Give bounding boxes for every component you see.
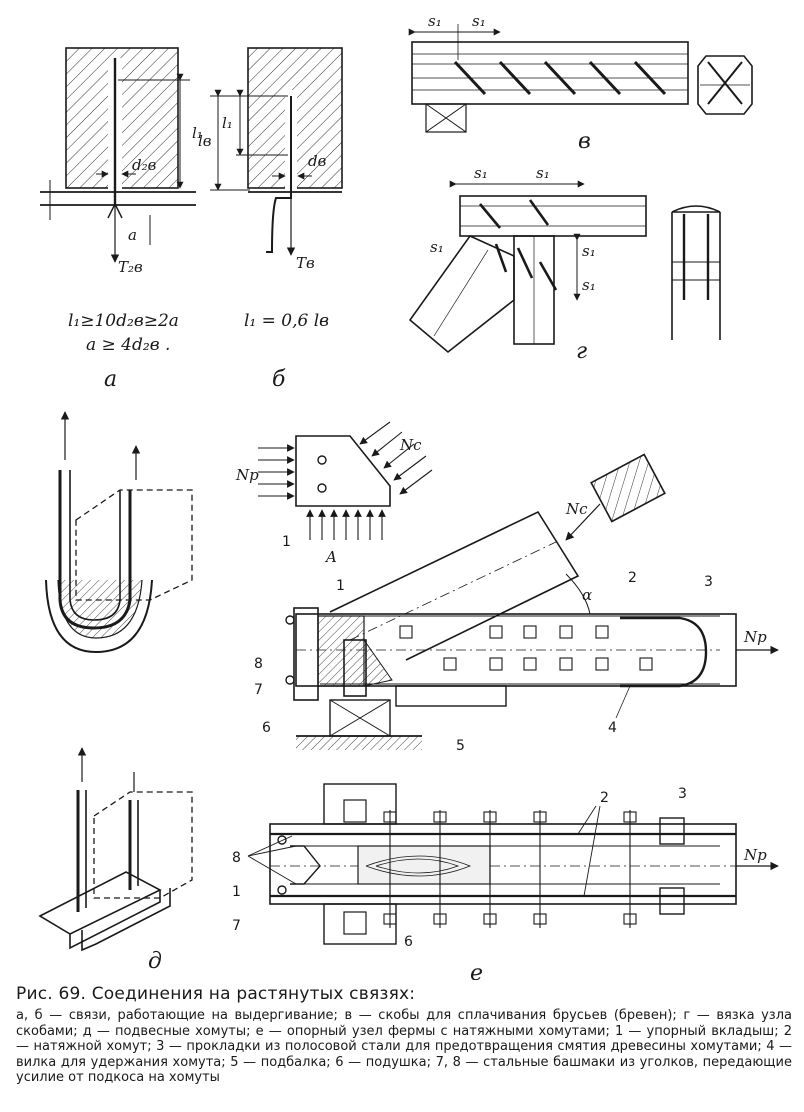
callout-1b: 1: [336, 578, 345, 594]
callout-7b: 7: [232, 918, 241, 934]
panel-b-labels: lв l₁ dв Tв l₁ = 0,6 lв б: [198, 114, 329, 392]
callout-6b: 6: [404, 934, 413, 950]
panel-g-node-staples: [408, 180, 721, 354]
figure-drawing: l₁ d₂в a T₂в l₁≥10d₂в≥2a a ≥ 4d₂в . а lв…: [38, 12, 779, 980]
bolt-heads-bottom: [383, 913, 637, 925]
panel-d-label: д: [148, 949, 162, 974]
dim-l1: l₁: [192, 124, 203, 142]
angle-alpha: α: [582, 586, 592, 604]
panel-d-hanging-stirrup-round: [45, 411, 193, 654]
panel-v-labels: s₁ s₁ в: [428, 12, 591, 154]
bolt-row-upper: [399, 625, 609, 639]
callout-1a: 1: [282, 534, 291, 550]
bolt-heads-top: [383, 811, 637, 823]
callout-3a: 3: [704, 574, 713, 590]
panel-v-staples: [408, 24, 753, 133]
dim-d2v: d₂в: [132, 156, 157, 174]
bolt-row-lower: [443, 657, 653, 671]
panel-e-plan: [247, 783, 779, 945]
force-T2v: T₂в: [118, 258, 143, 276]
dim-s1-v1: s₁: [428, 12, 442, 30]
panel-b-nail-pullout: [210, 47, 343, 256]
force-Tv: Tв: [296, 254, 315, 272]
dim-dv: dв: [308, 152, 327, 170]
dim-s1-g1: s₁: [474, 164, 488, 182]
callout-6a: 6: [262, 720, 271, 736]
panel-d-hanging-stirrup-angle: [38, 747, 193, 952]
force-Nc-mid: Nc: [565, 500, 588, 518]
panel-v-label: в: [578, 129, 591, 154]
panel-e-detail-a: [258, 421, 666, 540]
dim-l1-b: l₁: [222, 114, 233, 132]
callout-2b: 2: [600, 790, 609, 806]
dim-lv: lв: [198, 132, 212, 150]
dim-s1-g5: s₁: [582, 276, 596, 294]
formula-b: l₁ = 0,6 lв: [244, 311, 329, 331]
node-A-label: A: [324, 548, 337, 566]
panel-g-labels: s₁ s₁ s₁ s₁ s₁ г: [430, 164, 596, 364]
dim-s1-v2: s₁: [472, 12, 486, 30]
callout-3b: 3: [678, 786, 687, 802]
dim-s1-g3: s₁: [430, 238, 444, 256]
callout-5: 5: [456, 738, 465, 754]
dim-s1-g2: s₁: [536, 164, 550, 182]
dim-a: a: [128, 226, 137, 244]
callout-4: 4: [608, 720, 617, 736]
force-Nc-top: Nc: [399, 436, 422, 454]
force-Np-right: Np: [743, 628, 767, 646]
formula-a1: l₁≥10d₂в≥2a: [68, 311, 179, 331]
panel-e-labels: Nc Np A Nc α Np Np е 1 1 2 3 4 5 6 8 7 2…: [232, 436, 767, 980]
panel-e-label: е: [470, 961, 483, 980]
callout-8b: 8: [232, 850, 241, 866]
cross-bolts: [389, 810, 631, 928]
callout-7a: 7: [254, 682, 263, 698]
panel-a-labels: l₁ d₂в a T₂в l₁≥10d₂в≥2a a ≥ 4d₂в . а: [68, 124, 203, 392]
dim-s1-g4: s₁: [582, 242, 596, 260]
panel-b-label: б: [272, 367, 286, 392]
caption-body: а, б — связи, работающие на выдергивание…: [16, 1008, 792, 1086]
panel-g-label: г: [576, 339, 587, 364]
figure-caption: Рис. 69. Соединения на растянутых связях…: [16, 984, 792, 1086]
force-Np-plan: Np: [743, 846, 767, 864]
panel-a-label: а: [104, 367, 117, 392]
panel-e-elevation: [285, 503, 779, 750]
caption-title: Рис. 69. Соединения на растянутых связях…: [16, 984, 416, 1004]
panel-d-labels: д: [148, 949, 162, 974]
force-Np-left: Np: [235, 466, 259, 484]
callout-2a: 2: [628, 570, 637, 586]
callout-1c: 1: [232, 884, 241, 900]
callout-8a: 8: [254, 656, 263, 672]
panel-a-nail-pullout: [40, 47, 196, 263]
formula-a2: a ≥ 4d₂в .: [86, 335, 170, 355]
